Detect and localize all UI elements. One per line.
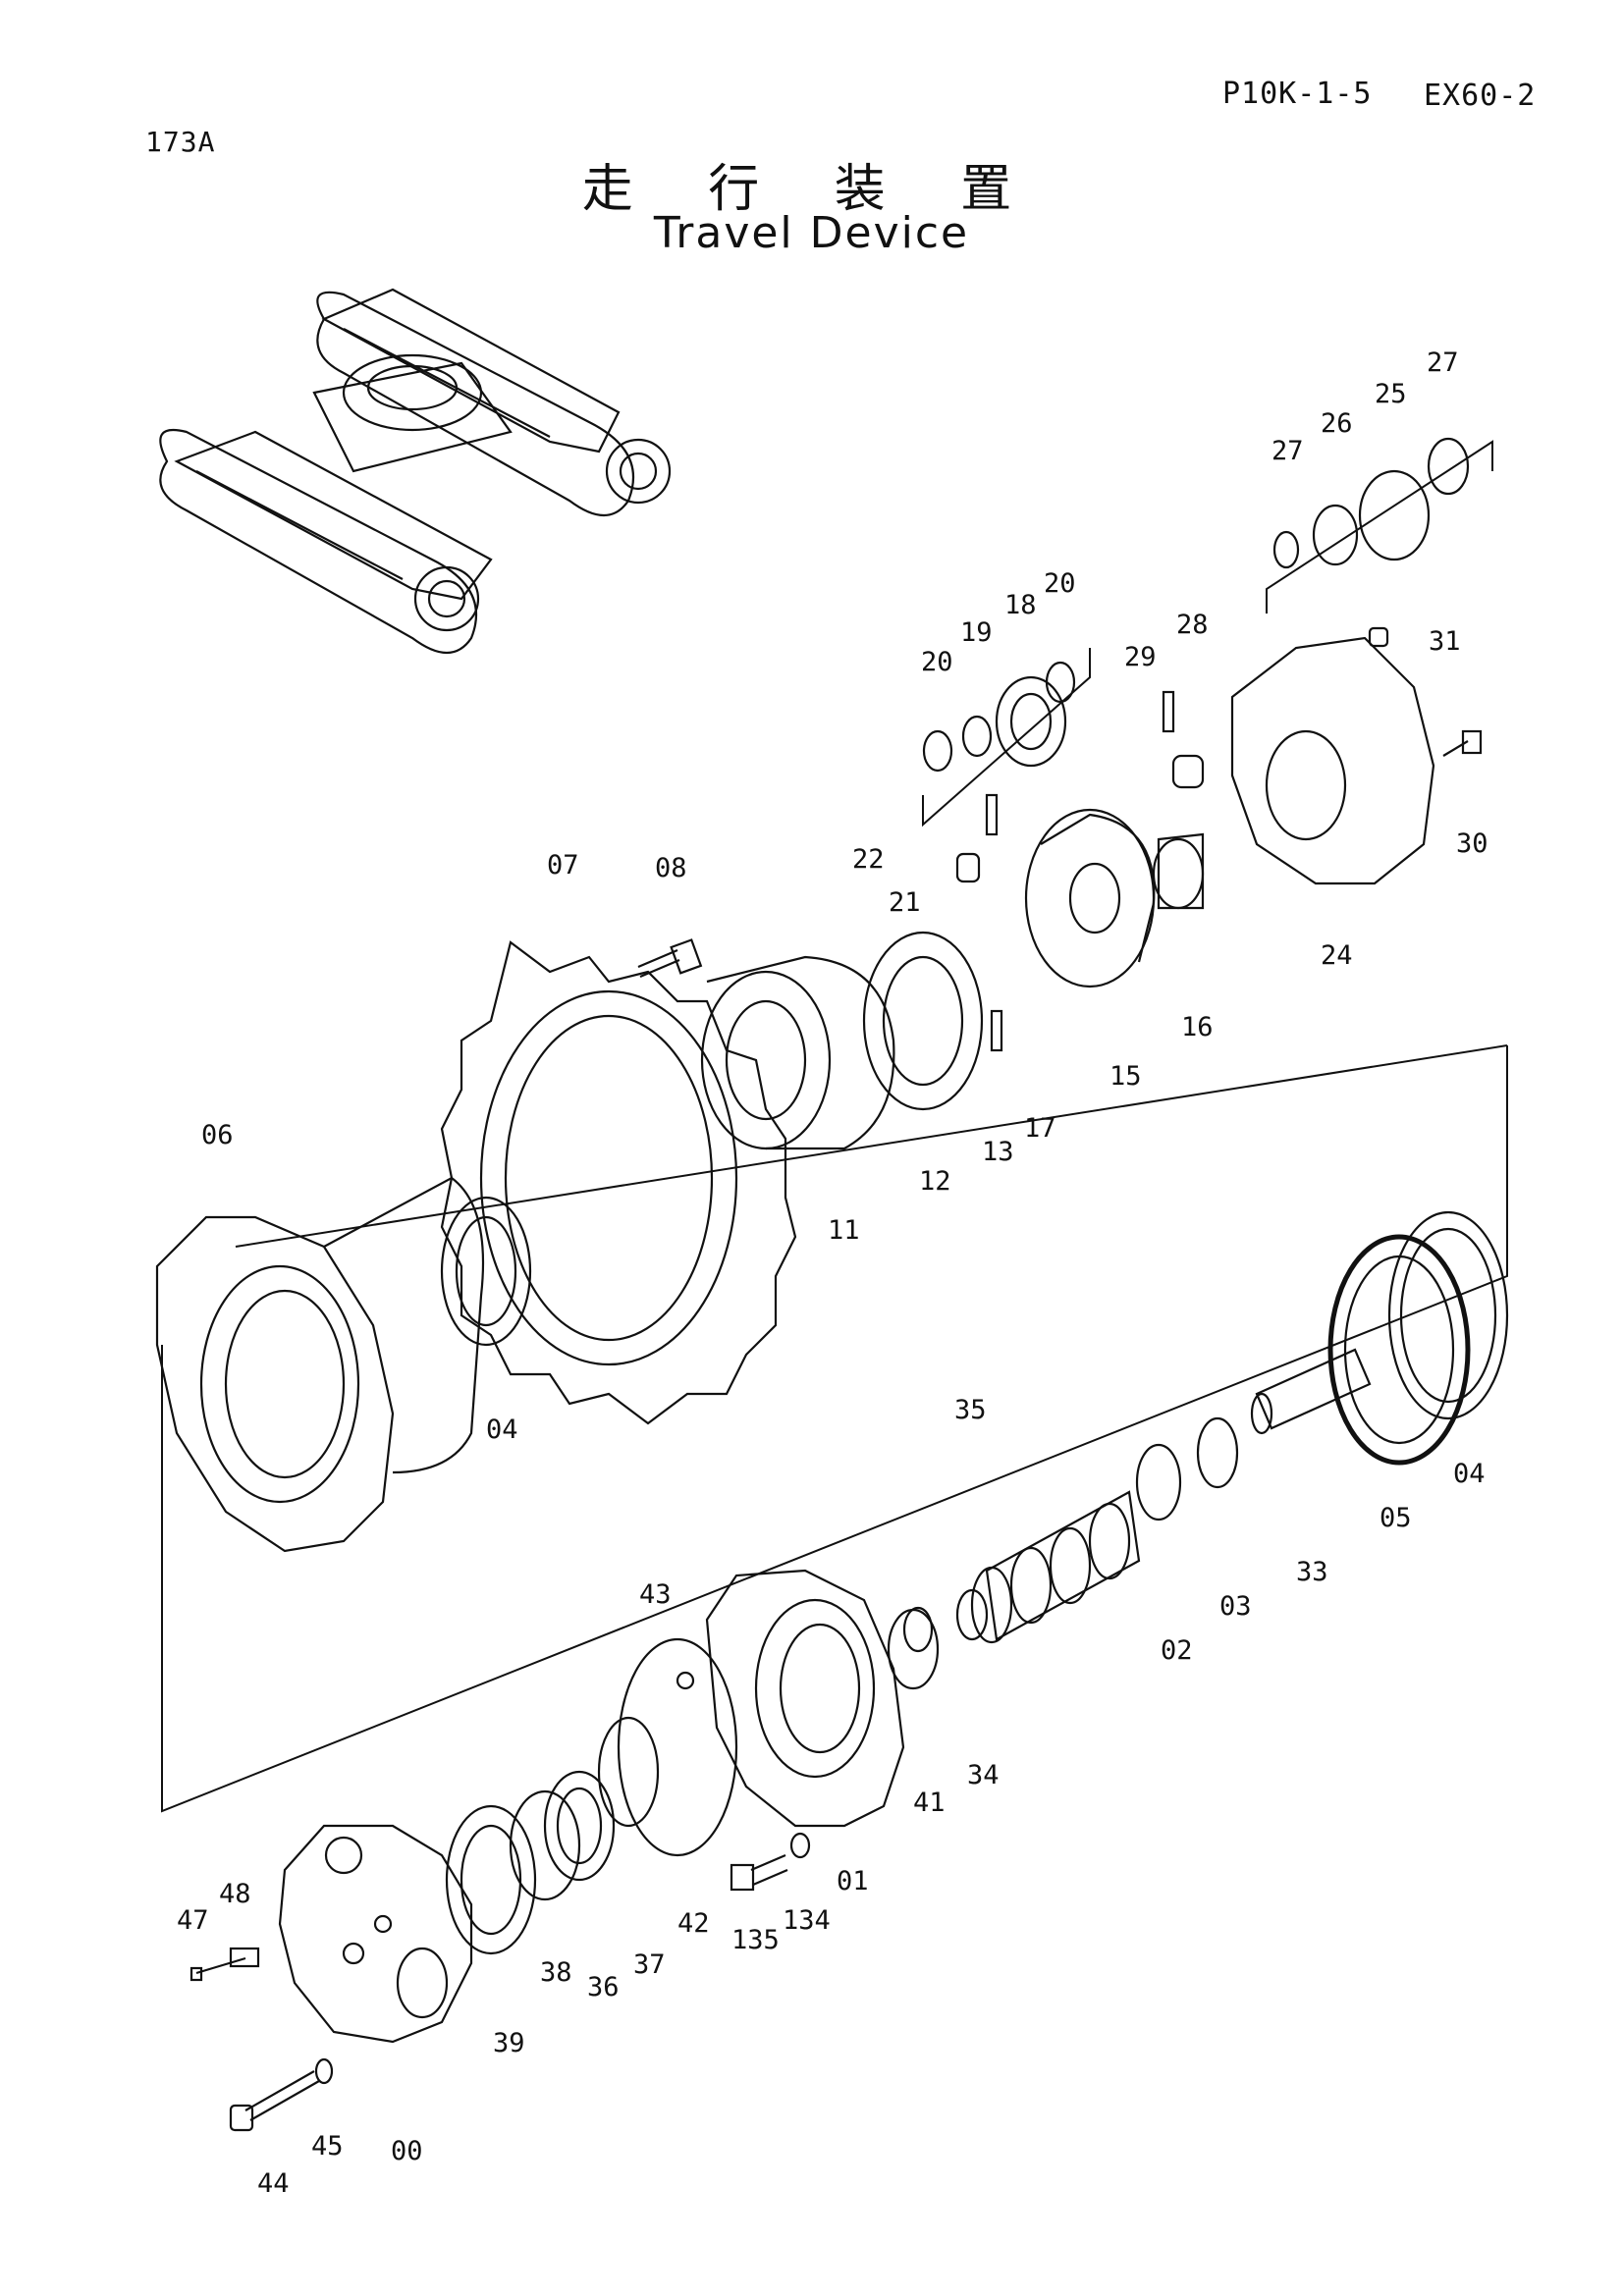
hub-06 <box>155 1176 485 1553</box>
part-label: 27 <box>1427 347 1459 378</box>
part-label: 13 <box>982 1137 1014 1167</box>
part-label: 20 <box>921 647 953 677</box>
part-label: 00 <box>391 2136 423 2166</box>
part-label: 17 <box>1024 1113 1056 1144</box>
part-label: 28 <box>1176 610 1209 640</box>
part-label: 24 <box>1321 940 1353 971</box>
bearings-02-03 <box>1135 1416 1239 1522</box>
top-gear-set <box>1272 437 1470 569</box>
part-label: 30 <box>1456 828 1488 859</box>
part-label: 21 <box>889 887 921 918</box>
flange-12 <box>862 931 984 1111</box>
part-label: 19 <box>960 617 993 648</box>
part-number-labels: 00 01 02 03 04 04 05 06 07 08 11 12 13 1… <box>177 347 1488 2199</box>
part-label: 42 <box>677 1908 710 1939</box>
part-label: 15 <box>1109 1061 1142 1092</box>
part-label: 12 <box>919 1166 951 1197</box>
part-label: 04 <box>1453 1459 1486 1489</box>
planet-gear-set <box>922 661 1076 773</box>
part-label: 43 <box>639 1579 672 1610</box>
seal-ring-04-left <box>440 1196 532 1347</box>
bolt-08 <box>637 938 703 979</box>
shaft-33 <box>1250 1348 1372 1435</box>
gear-16 <box>1152 832 1205 910</box>
part-label: 35 <box>954 1395 987 1425</box>
part-label: 05 <box>1380 1503 1412 1533</box>
part-label: 48 <box>219 1879 251 1909</box>
part-label: 01 <box>837 1866 869 1896</box>
reference-code: 173A <box>145 126 216 158</box>
part-label: 45 <box>311 2131 344 2162</box>
part-label: 37 <box>633 1949 666 1980</box>
sprocket-07 <box>440 940 797 1425</box>
part-label: 34 <box>967 1760 1000 1790</box>
piston-set <box>445 1770 616 1955</box>
part-label: 26 <box>1321 408 1353 439</box>
part-label: 36 <box>587 1972 620 2002</box>
part-label: 08 <box>655 853 687 883</box>
part-label: 22 <box>852 844 885 875</box>
part-label: 16 <box>1181 1012 1214 1042</box>
carrier-15 <box>1024 808 1156 988</box>
small-bolts <box>1368 626 1483 757</box>
pins <box>955 690 1205 1052</box>
case-01 <box>705 1569 940 1828</box>
undercarriage-overview-illustration <box>159 288 672 654</box>
part-label: 33 <box>1296 1557 1328 1587</box>
part-label: 31 <box>1429 626 1461 657</box>
part-label: 25 <box>1375 379 1407 409</box>
part-label: 07 <box>547 850 579 881</box>
part-label: 29 <box>1124 642 1157 672</box>
part-label: 18 <box>1004 590 1037 620</box>
rings <box>597 1606 934 1857</box>
motor-00 <box>278 1824 473 2044</box>
clutch-plates <box>955 1490 1141 1644</box>
part-label: 47 <box>177 1905 209 1936</box>
part-label: 41 <box>913 1788 946 1818</box>
part-label: 02 <box>1161 1635 1193 1666</box>
part-label: 04 <box>486 1415 518 1445</box>
bolt-135-washer-134 <box>730 1832 811 1892</box>
part-label: 135 <box>731 1925 780 1955</box>
page-title-english: Travel Device <box>653 208 970 258</box>
part-label: 27 <box>1271 436 1304 466</box>
part-label: 39 <box>493 2028 525 2058</box>
part-label: 03 <box>1219 1591 1252 1622</box>
page-title-japanese: 走 行 装 置 <box>581 160 1042 219</box>
drum-11 <box>700 955 895 1150</box>
page-code: P10K-1-5 <box>1222 77 1373 111</box>
part-label: 06 <box>201 1120 234 1150</box>
housing-24 <box>1230 636 1435 885</box>
part-label: 134 <box>783 1905 831 1936</box>
model-code: EX60-2 <box>1424 79 1537 113</box>
part-label: 20 <box>1044 568 1076 599</box>
part-label: 38 <box>540 1957 572 1988</box>
part-label: 11 <box>828 1215 860 1246</box>
seals-right <box>1327 1210 1509 1466</box>
part-label: 44 <box>257 2168 290 2199</box>
motor-bolts <box>189 1947 334 2132</box>
